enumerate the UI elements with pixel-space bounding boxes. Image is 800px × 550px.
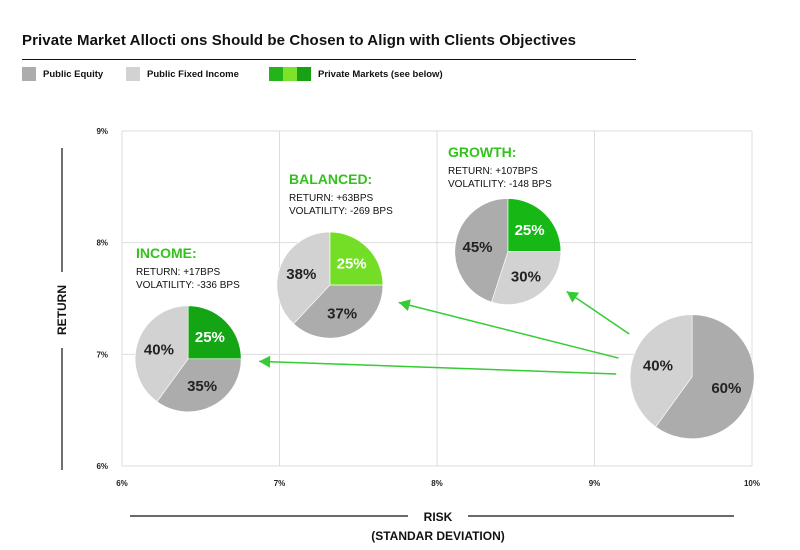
arrowhead xyxy=(259,355,271,368)
axis-titles: RETURN RISK (STANDAR DEVIATION) xyxy=(55,148,734,543)
portfolio-volatility: VOLATILITY: -148 BPS xyxy=(448,179,552,190)
pies: 25% 35% 40% 25% 37% 38% 25% 30% 45% 60% 40% xyxy=(134,198,755,439)
legend-swatch-private-b xyxy=(283,67,297,81)
legend-swatch-private-a xyxy=(269,67,283,81)
pie-slice-label: 30% xyxy=(511,268,541,285)
legend-label-public-equity: Public Equity xyxy=(43,68,104,80)
pie-slice-equity xyxy=(655,314,755,439)
pie-slice-label: 25% xyxy=(195,329,225,346)
arrow-line xyxy=(398,301,619,359)
y-axis-title: RETURN xyxy=(55,285,69,335)
portfolio-return: RETURN: +107BPS xyxy=(448,166,538,177)
pie-slice-fixed_income xyxy=(629,314,693,428)
portfolio-name: BALANCED: xyxy=(289,171,372,187)
pie-slice-label: 38% xyxy=(286,266,316,283)
pie-slice-private xyxy=(507,198,562,252)
portfolio-return: RETURN: +17BPS xyxy=(136,267,221,278)
arrow-line xyxy=(259,360,617,375)
legend-item-public-equity: Public Equity xyxy=(22,67,103,81)
pie-slice-private xyxy=(329,231,384,286)
legend-swatch-private-c xyxy=(297,67,311,81)
x-axis-subtitle: (STANDAR DEVIATION) xyxy=(371,529,505,543)
x-tick-label: 6% xyxy=(116,479,128,488)
y-tick-label: 6% xyxy=(96,462,108,471)
pie-slice-private xyxy=(187,305,242,360)
tick-labels: 6% 7% 8% 9% 10% 6% 7% 8% 9% xyxy=(96,127,760,488)
legend-item-private-markets: Private Markets (see below) xyxy=(269,67,443,81)
legend-swatch-public-equity xyxy=(22,67,36,81)
x-tick-label: 9% xyxy=(589,479,601,488)
legend-label-public-fixed-income: Public Fixed Income xyxy=(147,68,239,80)
arrowhead xyxy=(566,291,580,303)
pie-slice-equity xyxy=(156,358,242,413)
pie-slice-equity xyxy=(293,284,384,339)
portfolio-name: GROWTH: xyxy=(448,144,516,160)
pie-slice-label: 60% xyxy=(711,380,741,397)
portfolio-volatility: VOLATILITY: -269 BPS xyxy=(289,206,393,217)
x-tick-label: 10% xyxy=(744,479,760,488)
y-tick-label: 8% xyxy=(96,239,108,248)
portfolio-volatility: VOLATILITY: -336 BPS xyxy=(136,280,240,291)
legend-label-private-markets: Private Markets (see below) xyxy=(318,68,443,80)
legend-item-public-fixed-income: Public Fixed Income xyxy=(126,67,239,81)
pie-slice-label: 45% xyxy=(462,239,492,256)
portfolio-name: INCOME: xyxy=(136,245,197,261)
y-tick-label: 7% xyxy=(96,350,108,359)
arrows xyxy=(259,290,630,375)
pie-slice-fixed_income xyxy=(134,305,189,403)
arrowhead xyxy=(398,299,411,312)
pie-slice-fixed_income xyxy=(276,231,331,325)
pie-slice-label: 37% xyxy=(327,305,357,322)
x-tick-label: 7% xyxy=(274,479,286,488)
x-axis-title: RISK xyxy=(424,510,453,524)
legend-swatch-private-markets xyxy=(269,67,311,81)
legend-swatch-public-fixed-income xyxy=(126,67,140,81)
pie-slice-label: 40% xyxy=(144,341,174,358)
pie-slice-label: 25% xyxy=(337,255,367,272)
pie-slice-fixed_income xyxy=(491,251,562,305)
chart-title: Private Market Allocti ons Should be Cho… xyxy=(22,32,577,49)
pie-slice-label: 40% xyxy=(643,358,673,375)
pie-slice-label: 25% xyxy=(515,222,545,239)
x-tick-label: 8% xyxy=(431,479,443,488)
pie-slice-equity xyxy=(454,198,509,303)
portfolio-labels: INCOME: RETURN: +17BPS VOLATILITY: -336 BP… xyxy=(136,144,552,291)
y-tick-label: 9% xyxy=(96,127,108,136)
title-underline xyxy=(22,59,636,60)
arrow-line xyxy=(566,290,630,335)
pie-slice-label: 35% xyxy=(187,378,217,395)
portfolio-return: RETURN: +63BPS xyxy=(289,193,374,204)
